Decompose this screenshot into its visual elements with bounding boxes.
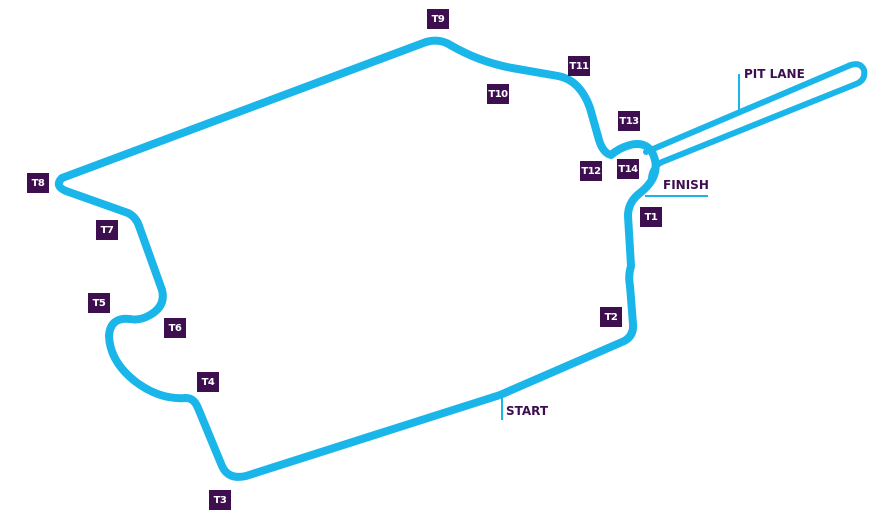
turn-marker-t7: T7 xyxy=(96,220,118,240)
turn-marker-t9: T9 xyxy=(427,9,449,29)
finish-label: FINISH xyxy=(663,178,709,192)
pit-lane-path xyxy=(643,61,868,181)
turn-marker-t6: T6 xyxy=(164,318,186,338)
turn-marker-t11: T11 xyxy=(568,56,590,76)
turn-marker-t8: T8 xyxy=(27,173,49,193)
turn-marker-t12: T12 xyxy=(580,161,602,181)
pit-lane-label: PIT LANE xyxy=(744,67,805,81)
turn-marker-t2: T2 xyxy=(600,307,622,327)
race-track-path xyxy=(54,36,660,481)
turn-marker-t3: T3 xyxy=(209,490,231,510)
turn-marker-t13: T13 xyxy=(618,111,640,131)
turn-marker-t1: T1 xyxy=(640,207,662,227)
turn-marker-t10: T10 xyxy=(487,84,509,104)
turn-marker-t5: T5 xyxy=(88,293,110,313)
turn-marker-t4: T4 xyxy=(197,372,219,392)
turn-marker-t14: T14 xyxy=(617,159,639,179)
start-label: START xyxy=(506,404,549,418)
